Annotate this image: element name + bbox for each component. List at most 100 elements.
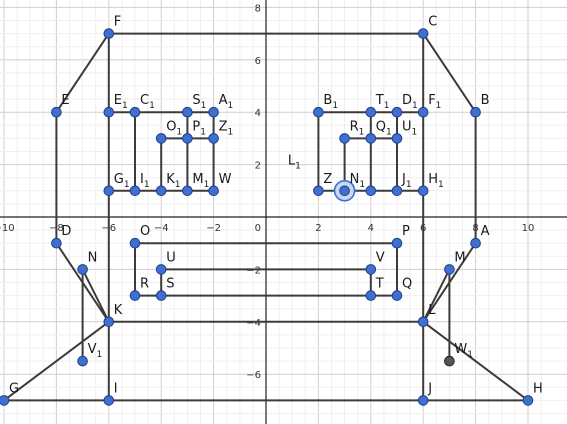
point-g1[interactable] (103, 185, 115, 197)
y-tick-label: 6 (255, 56, 261, 67)
point-g[interactable] (0, 395, 10, 406)
origin-label: 0 (255, 223, 261, 234)
point-s1-label: S1 (192, 93, 206, 111)
point-q-label: Q (402, 277, 412, 292)
label-l1: L1 (288, 154, 301, 172)
segment[interactable] (422, 320, 529, 402)
point-h1-label: H1 (428, 172, 444, 190)
point-p[interactable] (391, 237, 403, 249)
point-unnamed[interactable] (365, 185, 377, 197)
point-r-label: R (140, 277, 149, 292)
x-tick-label: −10 (0, 223, 15, 234)
point-t[interactable] (365, 290, 377, 301)
point-o1[interactable] (155, 133, 167, 144)
point-k1[interactable] (155, 185, 167, 197)
point-f1-label: F1 (428, 93, 441, 111)
point-t1[interactable] (365, 106, 377, 118)
point-s1[interactable] (182, 106, 193, 118)
point-n1[interactable] (339, 185, 350, 197)
point-i[interactable] (103, 395, 115, 406)
point-z1[interactable] (208, 133, 219, 144)
point-f1[interactable] (417, 106, 429, 118)
point-o-label: O (140, 224, 150, 239)
x-tick-label: 4 (368, 223, 374, 234)
point-r[interactable] (129, 290, 141, 301)
x-tick-label: 10 (522, 223, 535, 234)
y-tick-label: 8 (255, 3, 261, 14)
point-j1-label: J1 (401, 172, 412, 190)
point-q[interactable] (391, 290, 403, 301)
point-n[interactable] (77, 264, 88, 275)
point-w-label: W (219, 172, 232, 187)
point-z1-label: Z1 (219, 119, 234, 137)
point-e[interactable] (51, 106, 62, 118)
point-w1[interactable] (444, 355, 455, 367)
point-i-label: I (114, 381, 118, 396)
point-a[interactable] (470, 237, 481, 249)
point-b[interactable] (470, 106, 481, 118)
point-l-label: L (428, 303, 436, 318)
points[interactable] (0, 28, 534, 406)
point-g-label: G (9, 381, 19, 396)
point-z[interactable] (313, 185, 324, 197)
segment[interactable] (81, 268, 110, 323)
point-s[interactable] (155, 290, 167, 301)
point-q1-label: Q1 (376, 119, 392, 137)
point-m[interactable] (444, 264, 455, 275)
point-k-label: K (114, 303, 123, 318)
point-d1[interactable] (391, 106, 403, 118)
point-d[interactable] (51, 237, 62, 249)
point-e-label: E (61, 93, 69, 108)
x-tick-label: 2 (315, 223, 321, 234)
segment[interactable] (55, 32, 110, 114)
point-b1[interactable] (313, 106, 324, 118)
point-j-label: J (427, 381, 432, 396)
point-j[interactable] (417, 395, 429, 406)
point-v1[interactable] (77, 355, 88, 367)
point-u1-label: U1 (402, 119, 417, 137)
point-v[interactable] (365, 264, 377, 275)
segment[interactable] (3, 320, 110, 402)
point-u1[interactable] (391, 133, 403, 144)
point-c[interactable] (417, 28, 429, 39)
point-o1-label: O1 (166, 119, 182, 137)
point-b1-label: B1 (323, 93, 338, 111)
point-c-label: C (428, 15, 437, 30)
point-w[interactable] (208, 185, 219, 197)
point-p1[interactable] (182, 133, 193, 144)
segment[interactable] (422, 32, 477, 114)
point-d1-label: D1 (402, 93, 418, 111)
point-a-label: A (481, 224, 490, 239)
y-tick-label: 2 (255, 161, 261, 172)
point-j1[interactable] (391, 185, 403, 197)
point-b-label: B (481, 93, 490, 108)
point-v1-label: V1 (88, 342, 103, 360)
point-u[interactable] (155, 264, 167, 275)
point-w1-label: W1 (454, 342, 473, 360)
point-c1[interactable] (129, 106, 141, 118)
point-h[interactable] (522, 395, 534, 406)
segment[interactable] (422, 268, 451, 323)
point-o[interactable] (129, 237, 141, 249)
y-tick-label: 4 (255, 108, 261, 119)
point-k1-label: K1 (166, 172, 180, 190)
point-i1[interactable] (129, 185, 141, 197)
point-a1-label: A1 (219, 93, 234, 111)
point-m1[interactable] (182, 185, 193, 197)
point-k[interactable] (103, 316, 115, 328)
point-l[interactable] (417, 316, 429, 328)
point-f[interactable] (103, 28, 115, 39)
point-e1[interactable] (103, 106, 115, 118)
point-n-label: N (88, 250, 98, 265)
point-q1[interactable] (365, 133, 377, 144)
point-h1[interactable] (417, 185, 429, 197)
point-m-label: M (454, 250, 465, 265)
point-r1-label: R1 (350, 119, 365, 137)
point-r1[interactable] (339, 133, 350, 144)
point-e1-label: E1 (114, 93, 128, 111)
point-a1[interactable] (208, 106, 219, 118)
